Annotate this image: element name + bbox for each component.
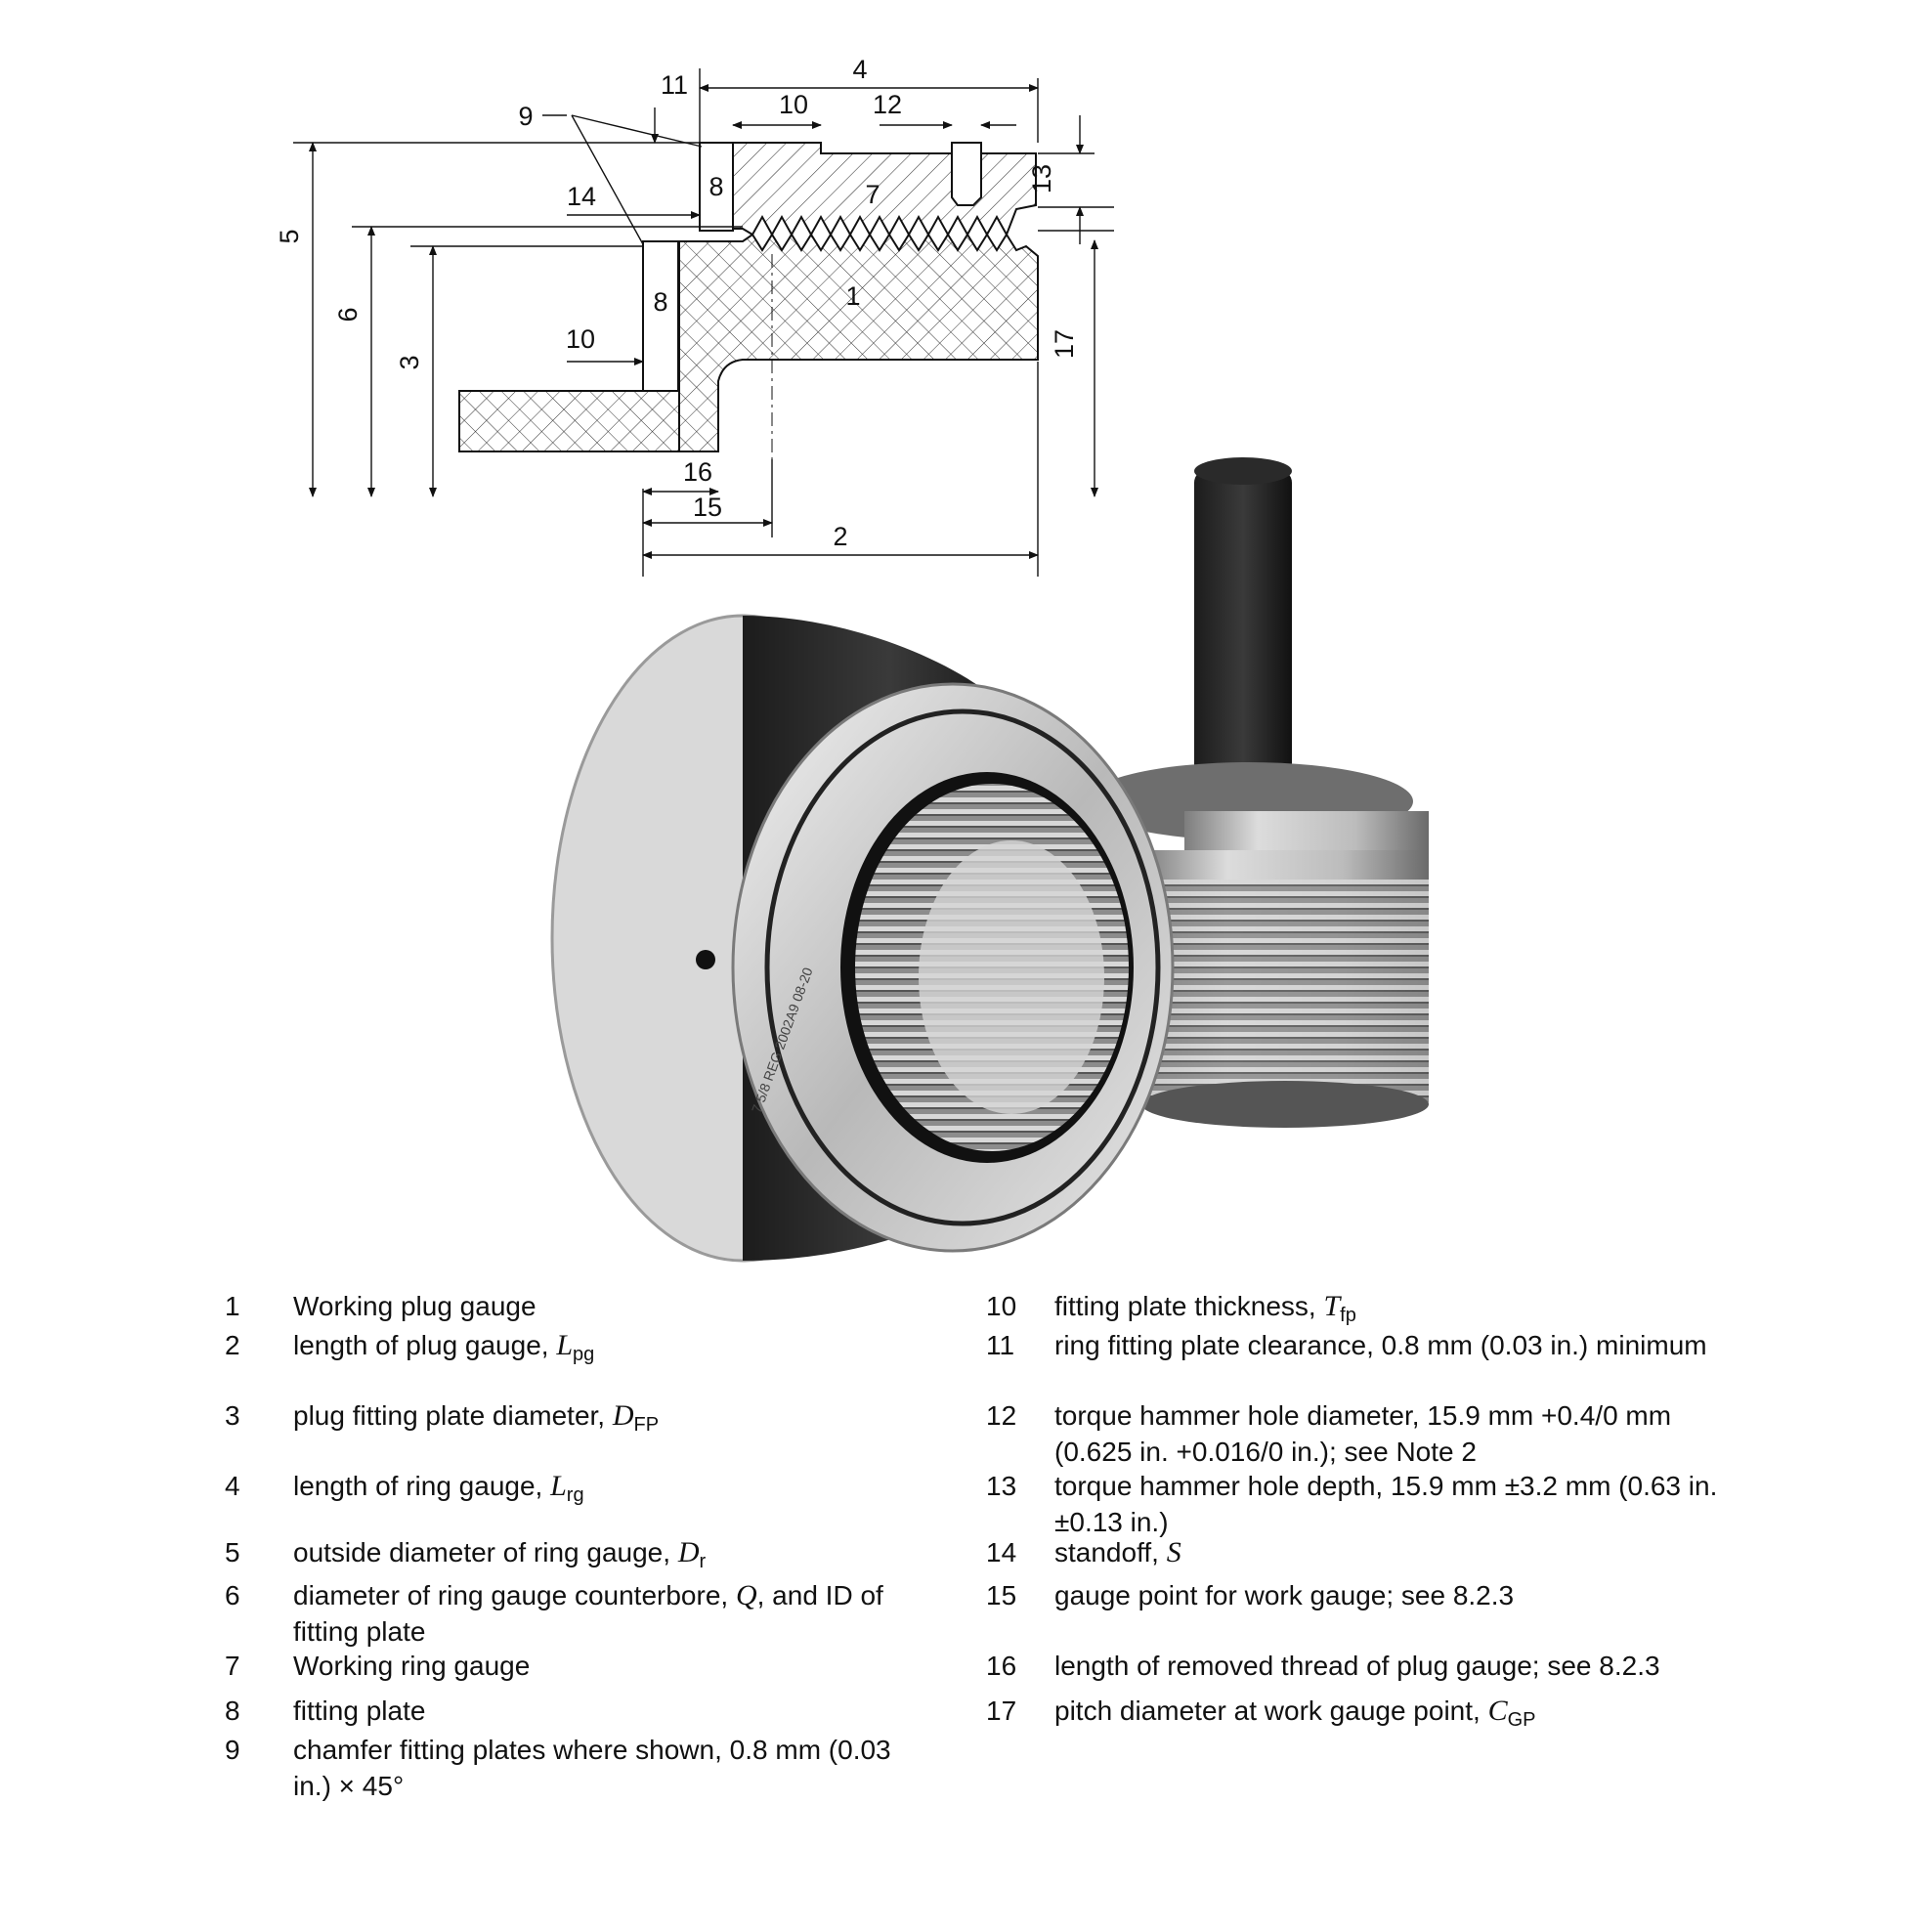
callout-4: 4 — [852, 55, 867, 84]
legend-number: 5 — [225, 1537, 240, 1567]
legend-subscript: rg — [566, 1484, 584, 1506]
legend-text: pitch diameter at work gauge point, CGP — [1054, 1695, 1536, 1731]
legend-text: fitting plate — [293, 1696, 426, 1726]
legend-number: 2 — [225, 1330, 240, 1360]
legend-item-3: 3 plug fitting plate diameter, DFP — [225, 1397, 919, 1443]
legend-symbol: Q — [735, 1579, 757, 1611]
legend-number: 9 — [225, 1735, 240, 1765]
legend-item-10: 10 fitting plate thickness, Tfp — [986, 1288, 1739, 1334]
callout-14: 14 — [567, 182, 596, 211]
legend-item-2: 2 length of plug gauge, Lpg — [225, 1327, 919, 1373]
torque-hammer-hole — [951, 142, 982, 206]
legend-subscript: fp — [1340, 1305, 1356, 1326]
callout-17: 17 — [1050, 329, 1079, 359]
callout-10-top: 10 — [779, 90, 808, 119]
callout-9: 9 — [518, 102, 533, 131]
legend-text: torque hammer hole depth, 15.9 mm ±3.2 m… — [1054, 1471, 1718, 1537]
legend-item-7: 7 Working ring gauge — [225, 1648, 919, 1684]
callout-3: 3 — [395, 355, 424, 369]
legend-number: 8 — [225, 1696, 240, 1726]
callout-16: 16 — [683, 457, 712, 487]
legend-text: length of plug gauge, Lpg — [293, 1329, 595, 1365]
legend-text: standoff, S — [1054, 1536, 1181, 1568]
legend-text: Working plug gauge — [293, 1291, 537, 1321]
legend-item-15: 15 gauge point for work gauge; see 8.2.3 — [986, 1577, 1739, 1613]
legend-subscript: FP — [633, 1414, 660, 1436]
legend-item-13: 13 torque hammer hole depth, 15.9 mm ±3.2… — [986, 1468, 1739, 1540]
ring-fitting-plate — [699, 142, 734, 232]
legend-symbol: C — [1487, 1695, 1508, 1727]
legend-number: 10 — [986, 1291, 1017, 1321]
legend-number: 4 — [225, 1471, 240, 1501]
legend-symbol: D — [612, 1399, 634, 1432]
legend-text: gauge point for work gauge; see 8.2.3 — [1054, 1580, 1515, 1610]
legend-number: 17 — [986, 1696, 1017, 1726]
legend-text: diameter of ring gauge counterbore, Q, a… — [293, 1579, 883, 1647]
legend-item-16: 16 length of removed thread of plug gauge… — [986, 1648, 1739, 1684]
callout-5: 5 — [275, 229, 304, 243]
legend-text: torque hammer hole diameter, 15.9 mm +0.… — [1054, 1400, 1672, 1467]
legend-item-8: 8 fitting plate — [225, 1693, 919, 1729]
legend-symbol: L — [556, 1329, 574, 1361]
legend-number: 3 — [225, 1400, 240, 1431]
legend-number: 1 — [225, 1291, 240, 1321]
legend-item-9: 9 chamfer fitting plates where shown, 0.8… — [225, 1732, 919, 1804]
legend-symbol: S — [1166, 1536, 1181, 1568]
legend-subscript: GP — [1507, 1709, 1536, 1731]
callout-13: 13 — [1027, 164, 1056, 193]
callout-8-top: 8 — [708, 172, 723, 201]
legend-item-11: 11 ring fitting plate clearance, 0.8 mm (… — [986, 1327, 1739, 1363]
callout-8-lower: 8 — [653, 287, 667, 317]
callout-12: 12 — [873, 90, 902, 119]
legend-symbol: D — [677, 1536, 700, 1568]
callout-11: 11 — [661, 70, 688, 100]
legend-text: plug fitting plate diameter, DFP — [293, 1399, 660, 1436]
legend-item-14: 14 standoff, S — [986, 1534, 1739, 1570]
legend-text: fitting plate thickness, Tfp — [1054, 1290, 1356, 1326]
legend-text: length of removed thread of plug gauge; … — [1054, 1651, 1660, 1681]
legend-text: length of ring gauge, Lrg — [293, 1470, 584, 1506]
legend-number: 7 — [225, 1651, 240, 1681]
legend-item-17: 17 pitch diameter at work gauge point, CG… — [986, 1693, 1739, 1739]
gauge-photo: 7 5/8 REG 2002A9 08-20 — [550, 457, 1429, 1263]
legend-item-12: 12 torque hammer hole diameter, 15.9 mm +… — [986, 1397, 1739, 1470]
legend-number: 15 — [986, 1580, 1017, 1610]
legend-number: 13 — [986, 1471, 1017, 1501]
legend-text: ring fitting plate clearance, 0.8 mm (0.… — [1054, 1330, 1707, 1360]
callout-2: 2 — [833, 522, 847, 551]
callout-6: 6 — [333, 307, 363, 322]
callout-10-lower: 10 — [566, 324, 595, 354]
legend-number: 14 — [986, 1537, 1017, 1567]
callout-7: 7 — [865, 180, 880, 209]
legend-number: 11 — [986, 1330, 1015, 1360]
legend-item-5: 5 outside diameter of ring gauge, Dr — [225, 1534, 919, 1580]
legend-number: 12 — [986, 1400, 1017, 1431]
legend-item-4: 4 length of ring gauge, Lrg — [225, 1468, 919, 1514]
legend-number: 16 — [986, 1651, 1017, 1681]
legend-number: 6 — [225, 1580, 240, 1610]
legend-text: Working ring gauge — [293, 1651, 531, 1681]
plug-gauge-photo — [1085, 457, 1429, 1128]
legend-symbol: T — [1323, 1290, 1341, 1322]
callout-15: 15 — [693, 493, 722, 522]
legend-subscript: r — [699, 1551, 707, 1572]
ring-gauge-photo: 7 5/8 REG 2002A9 08-20 — [550, 614, 1175, 1263]
legend-text: chamfer fitting plates where shown, 0.8 … — [293, 1735, 891, 1801]
legend-symbol: L — [550, 1470, 567, 1502]
callout-1: 1 — [845, 281, 860, 311]
cross-section-drawing: 4 11 10 12 9 8 7 13 14 5 6 3 8 1 10 17 1… — [275, 55, 1114, 577]
legend-item-1: 1 Working plug gauge — [225, 1288, 919, 1324]
legend-subscript: pg — [573, 1344, 595, 1365]
legend-item-6: 6 diameter of ring gauge counterbore, Q, … — [225, 1577, 919, 1650]
plug-gauge-section — [678, 233, 1039, 452]
legend-text: outside diameter of ring gauge, Dr — [293, 1536, 707, 1572]
